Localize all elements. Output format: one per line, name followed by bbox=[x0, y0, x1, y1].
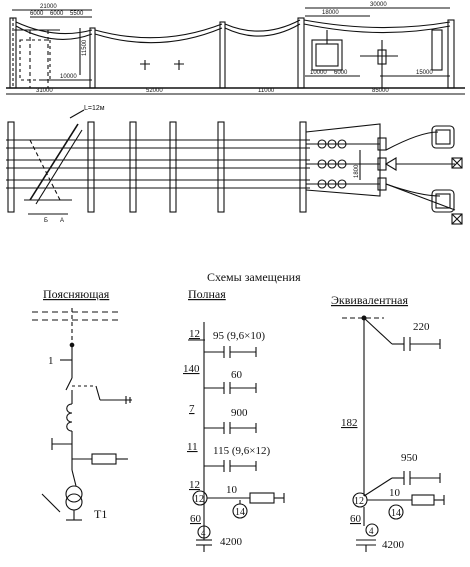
dim-52000: 52000 bbox=[146, 88, 163, 94]
full-row-3-right: 900 bbox=[231, 407, 248, 419]
dim-30000: 30000 bbox=[370, 2, 387, 8]
equivalent-cap-mid: 950 bbox=[401, 452, 418, 464]
transformer-label-t1: T1 bbox=[94, 507, 107, 521]
full-title: Полная bbox=[188, 287, 226, 301]
full-row-1-left: 12 bbox=[189, 328, 200, 340]
full-val-10: 10 bbox=[226, 484, 238, 496]
section-letter-b: Б bbox=[44, 218, 48, 224]
angle-label: L=12м bbox=[84, 105, 105, 112]
dim-5500: 5500 bbox=[70, 11, 84, 17]
full-node-4: 4 bbox=[201, 528, 206, 538]
section-title: Схемы замещения bbox=[207, 270, 301, 284]
equivalent-scheme bbox=[342, 315, 445, 552]
full-val-4200: 4200 bbox=[220, 536, 243, 548]
full-node-14: 14 bbox=[235, 507, 245, 518]
dim-31000: 31000 bbox=[36, 88, 53, 94]
full-val-60: 60 bbox=[190, 513, 202, 525]
equivalent-title: Эквивалентная bbox=[331, 293, 409, 307]
equivalent-val-10: 10 bbox=[389, 487, 401, 499]
equivalent-node-12: 12 bbox=[354, 496, 364, 507]
elevation-view bbox=[6, 7, 465, 95]
full-scheme bbox=[188, 322, 285, 552]
explanatory-scheme bbox=[32, 308, 132, 521]
dim-85000: 85000 bbox=[372, 88, 389, 94]
equivalent-node-14: 14 bbox=[391, 508, 401, 519]
full-row-2-left: 140 bbox=[183, 363, 200, 375]
equivalent-val-4200: 4200 bbox=[382, 539, 405, 551]
dim-15000: 15000 bbox=[416, 70, 433, 76]
full-row-3-left: 7 bbox=[189, 403, 195, 415]
full-row-2-right: 60 bbox=[231, 369, 243, 381]
equivalent-node-4: 4 bbox=[369, 526, 374, 536]
dim-6000-a: 6000 bbox=[30, 11, 44, 17]
dim-6000-c: 6000 bbox=[334, 70, 348, 76]
dim-18000: 18000 bbox=[322, 10, 339, 16]
full-row-4-left: 11 bbox=[187, 441, 198, 453]
equivalent-val-60: 60 bbox=[350, 513, 362, 525]
equivalent-long-line: 182 bbox=[341, 417, 358, 429]
full-row-1-right: 95 (9,6×10) bbox=[213, 330, 265, 342]
dim-6000-b: 6000 bbox=[50, 11, 64, 17]
section-letter-a: А bbox=[60, 218, 64, 224]
dim-21000: 21000 bbox=[40, 4, 57, 10]
full-bottom-left: 12 bbox=[189, 479, 200, 491]
dim-11000: 11000 bbox=[258, 88, 275, 94]
full-node-12: 12 bbox=[194, 494, 204, 505]
plan-view bbox=[6, 109, 463, 225]
explanatory-label-1: 1 bbox=[48, 355, 54, 367]
equivalent-cap-top: 220 bbox=[413, 321, 430, 333]
dim-10000-b: 10000 bbox=[310, 70, 327, 76]
dim-10000-a: 10000 bbox=[60, 74, 77, 80]
explanatory-title: Поясняющая bbox=[43, 287, 110, 301]
dim-11500: 11500 bbox=[82, 39, 88, 56]
dim-1800: 1800 bbox=[354, 164, 360, 178]
full-row-4-right: 115 (9,6×12) bbox=[213, 445, 270, 457]
